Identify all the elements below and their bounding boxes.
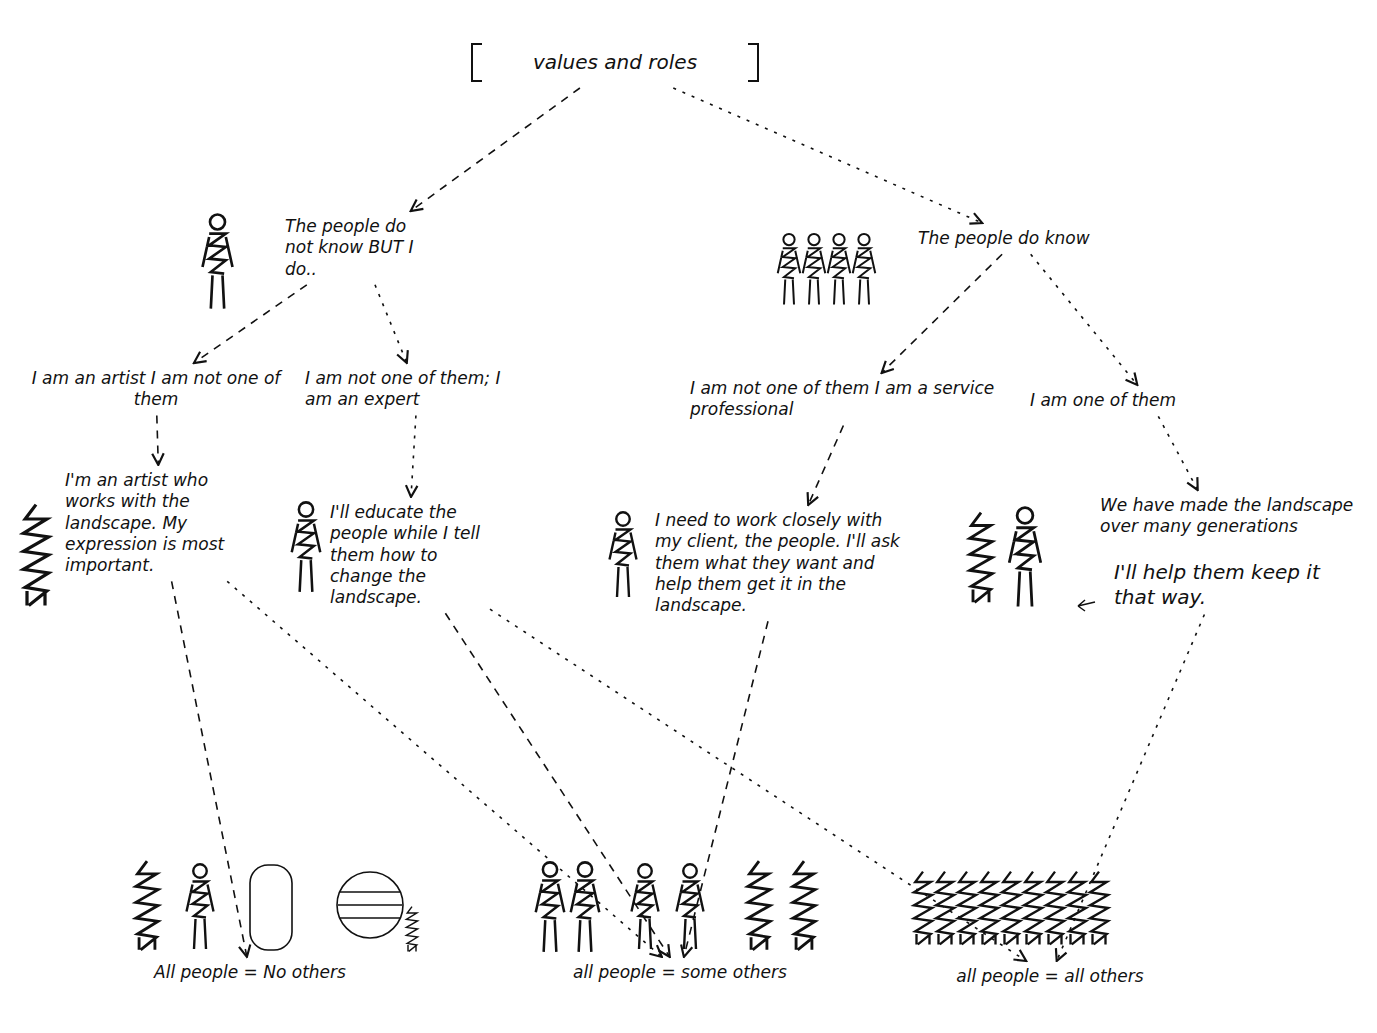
dashed-arrow (375, 285, 407, 363)
dashed-arrow (882, 254, 1003, 373)
role-node: I am an artist I am not one of them (20, 368, 292, 411)
node-text: values and roles (484, 50, 746, 75)
dashed-arrow (172, 581, 247, 957)
dashed-arrow (157, 416, 159, 466)
node-note: I'll help them keep it that way. (1114, 560, 1362, 610)
belief-node: The people do know (918, 228, 1118, 249)
stance-note: I need to work closely with my client, t… (655, 510, 910, 616)
dashed-arrow (227, 581, 662, 957)
node-text: I am not one of them; I am an expert (305, 368, 530, 411)
node-text: I need to work closely with my client, t… (655, 510, 910, 616)
belief-node: The people do not know BUT I do.. (285, 216, 435, 280)
outcome-label: all people = all others (900, 966, 1200, 987)
role-node: I am one of them (1030, 390, 1270, 411)
stance-note: We have made the landscape over many gen… (1100, 495, 1362, 610)
dashed-arrow (673, 88, 982, 223)
top-figures (203, 215, 876, 309)
node-text: The people do know (918, 228, 1118, 249)
role-node: I am not one of them; I am an expert (305, 368, 530, 411)
dashed-arrow (194, 285, 307, 363)
dashed-arrow (411, 416, 416, 498)
stance-note: I'm an artist who works with the landsca… (65, 470, 255, 576)
node-text: all people = some others (520, 962, 840, 983)
role-node: I am not one of them I am a service prof… (690, 378, 1020, 421)
dashed-arrow (1031, 254, 1138, 385)
dashed-arrow (808, 426, 843, 506)
outcome-label: All people = No others (120, 962, 380, 983)
node-text: The people do not know BUT I do.. (285, 216, 435, 280)
node-text: all people = all others (900, 966, 1200, 987)
dashed-arrow (411, 88, 580, 211)
node-text: I am not one of them I am a service prof… (690, 378, 1020, 421)
stance-note: I'll educate the people while I tell the… (330, 502, 485, 608)
dashed-arrow (490, 609, 1026, 961)
node-text: I'm an artist who works with the landsca… (65, 470, 255, 576)
dashed-arrow (1057, 615, 1205, 962)
node-text: I'll educate the people while I tell the… (330, 502, 485, 608)
bottom-figures (136, 861, 1108, 952)
node-text: We have made the landscape over many gen… (1100, 495, 1362, 538)
node-text: I am an artist I am not one of them (20, 368, 292, 411)
dashed-arrow (1158, 416, 1197, 490)
node-text: All people = No others (120, 962, 380, 983)
outcome-label: all people = some others (520, 962, 840, 983)
node-text: I am one of them (1030, 390, 1270, 411)
dashed-arrow (684, 621, 768, 957)
title-bracket: values and roles (470, 42, 760, 83)
dashed-arrow (445, 613, 669, 957)
